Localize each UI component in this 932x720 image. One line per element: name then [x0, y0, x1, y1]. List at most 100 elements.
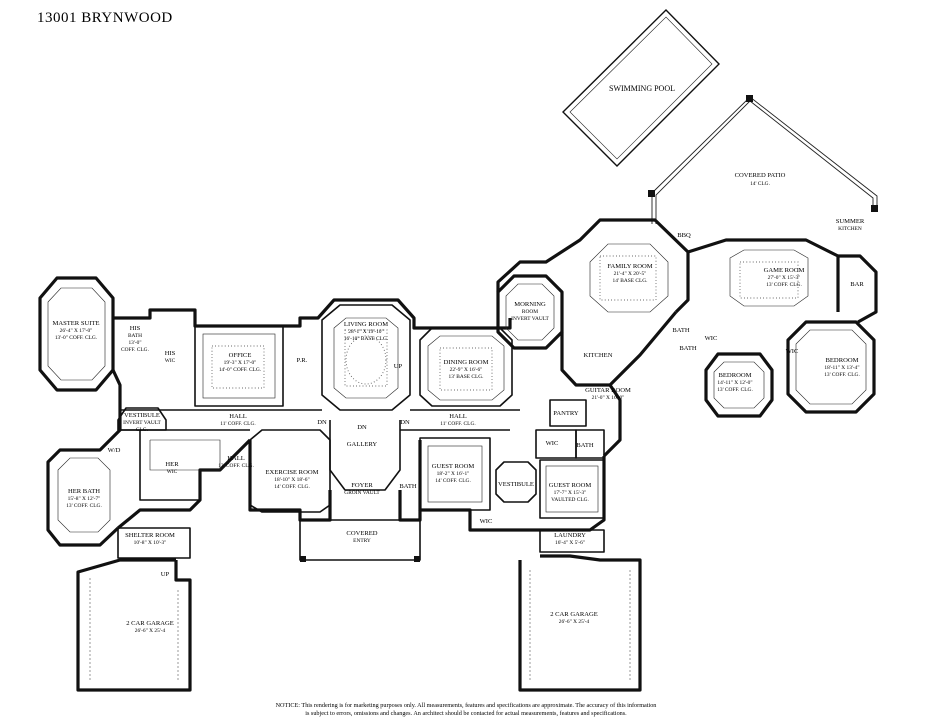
room-detail-his-bath: BATH [128, 333, 142, 339]
room-detail-bedroom-mid: 13' COFF. CLG. [717, 387, 753, 393]
room-detail-garage-east: 26'-6" X 25'-4 [559, 619, 590, 625]
room-bath-east: BATH [576, 442, 593, 449]
room-bbq: BBQ [677, 232, 691, 239]
room-detail-exercise-room: 18'-10" X 18'-6" [274, 477, 309, 483]
room-name-up-1: UP [394, 363, 403, 370]
room-detail-living-room: 16'-10" BASE CLG. [344, 336, 388, 342]
room-detail-her-bath: 13' COFF. CLG. [66, 503, 102, 509]
room-detail-family-room: 14' BASE CLG. [613, 278, 648, 284]
room-bath-foyer: BATH [399, 483, 416, 490]
room-name-wic-east: WIC [546, 440, 559, 447]
plan-title: 13001 BRYNWOOD [37, 10, 173, 26]
room-name-master-suite: MASTER SUITE [52, 320, 99, 327]
room-name-bbq: BBQ [677, 232, 691, 239]
room-name-bath-foyer: BATH [399, 483, 416, 490]
room-name-bar: BAR [850, 281, 864, 288]
room-name-bath-2: BATH [679, 345, 696, 352]
room-detail-his-bath: 13'-0" [128, 340, 141, 346]
room-detail-summer-kitchen: KITCHEN [838, 226, 862, 232]
room-name-covered-entry: COVERED [346, 530, 377, 537]
room-detail-shelter-room: 10'-8" X 10'-3" [134, 540, 167, 546]
room-name-office: OFFICE [229, 352, 252, 359]
room-detail-garage-west: 26'-6" X 25'-4 [135, 628, 166, 634]
room-name-garage-east: 2 CAR GARAGE [550, 611, 598, 618]
room-detail-his-bath: COFF. CLG. [121, 347, 149, 353]
room-name-guest-room-1: GUEST ROOM [432, 463, 475, 470]
covered-patio-dims: 14' CLG. [750, 181, 770, 187]
room-detail-morning-room: ROOM [522, 309, 538, 315]
room-name-living-room: LIVING ROOM [344, 321, 388, 328]
notice-line-1: NOTICE: This rendering is for marketing … [276, 702, 657, 709]
room-detail-living-room: 28'-1" X 19'-10" [348, 329, 383, 335]
room-detail-guest-room-2: 17'-7" X 15'-3" [554, 490, 587, 496]
room-detail-hall-east: 11' COFF. CLG. [440, 421, 475, 427]
room-pr: P.R. [297, 357, 308, 364]
room-name-hall-vert: HALL [227, 455, 245, 462]
room-name-vestibule-east: VESTIBULE [498, 481, 534, 488]
room-detail-game-room: 27'-0" X 15'-3" [768, 275, 801, 281]
room-name-summer-kitchen: SUMMER [836, 218, 865, 225]
room-name-her-wic: HER [165, 461, 179, 468]
garages [76, 554, 642, 692]
room-detail-master-suite: 13'-0" COFF. CLG. [55, 335, 97, 341]
covered-patio: COVERED PATIO 14' CLG. [648, 95, 878, 224]
room-detail-game-room: 13' COFF. CLG. [766, 282, 802, 288]
room-name-bedroom-mid: BEDROOM [719, 372, 752, 379]
room-wic-1: WIC [705, 335, 718, 342]
room-wic-guest: WIC [480, 518, 493, 525]
exterior-walls [38, 218, 878, 562]
room-name-family-room: FAMILY ROOM [607, 263, 652, 270]
room-dn-1: DN [317, 419, 327, 426]
room-detail-laundry: 16'-4" X 5'-6" [555, 540, 585, 546]
room-detail-dining-room: 22'-9" X 16'-6" [450, 367, 483, 373]
room-wic-2: WIC [786, 348, 799, 355]
swimming-pool-label: SWIMMING POOL [609, 84, 675, 93]
room-name-dn-1: DN [317, 419, 327, 426]
room-name-wic-1: WIC [705, 335, 718, 342]
room-bar: BAR [850, 281, 864, 288]
room-name-hall-east: HALL [449, 413, 467, 420]
room-name-vestibule-west: VESTIBULE [124, 412, 160, 419]
room-detail-guest-room-1: 18'-2" X 16'-1" [437, 471, 470, 477]
room-detail-hall-west: 11' COFF. CLG. [220, 421, 255, 427]
room-name-kitchen: KITCHEN [584, 352, 613, 359]
room-name-her-bath: HER BATH [68, 488, 100, 495]
room-name-morning-room: MORNING [514, 301, 546, 308]
room-detail-guest-room-1: 14' COFF. CLG. [435, 478, 471, 484]
room-detail-dining-room: 13' BASE CLG. [449, 374, 484, 380]
swimming-pool: SWIMMING POOL [562, 9, 720, 167]
room-name-garage-west: 2 CAR GARAGE [126, 620, 174, 627]
room-name-dining-room: DINING ROOM [444, 359, 489, 366]
room-detail-vestibule-west: CLG. [136, 427, 148, 433]
room-bath-1: BATH [672, 327, 689, 334]
room-kitchen: KITCHEN [584, 352, 613, 359]
room-detail-guitar-room: 21'-0" X 16'-0" [592, 395, 625, 401]
room-name-bath-east: BATH [576, 442, 593, 449]
room-detail-bedroom-east: 18'-11" X 13'-4" [824, 365, 859, 371]
room-name-foyer: FOYER [351, 482, 373, 489]
room-dn-2: DN [357, 424, 367, 431]
room-detail-vestibule-west: INVERT VAULT [123, 420, 161, 426]
room-name-guitar-room: GUITAR ROOM [585, 387, 631, 394]
room-detail-exercise-room: 14' COFF. CLG. [274, 484, 310, 490]
room-detail-office: 19'-3" X 17'-0" [224, 360, 257, 366]
room-name-wic-guest: WIC [480, 518, 493, 525]
room-detail-morning-room: INVERT VAULT [511, 316, 549, 322]
